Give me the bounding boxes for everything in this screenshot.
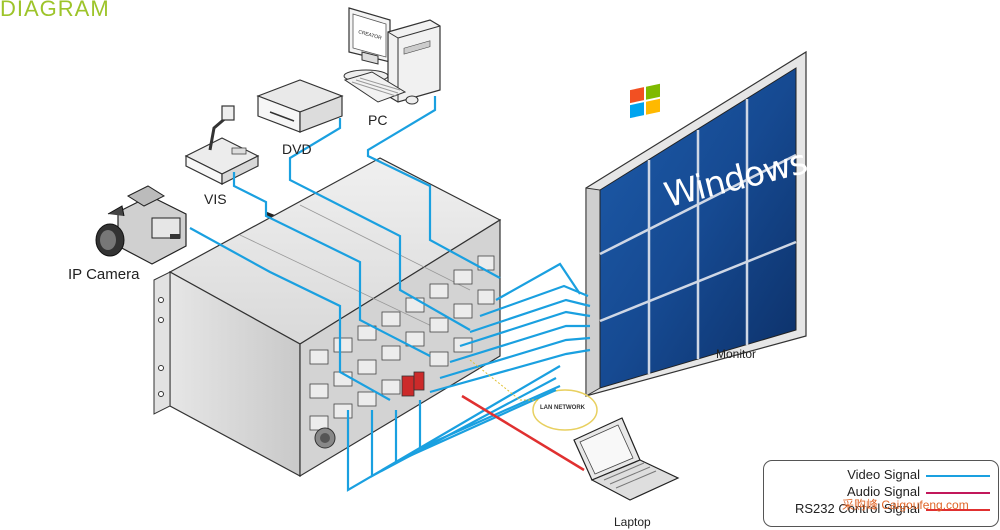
legend-rs232-line bbox=[926, 509, 990, 511]
legend-video-label: Video Signal bbox=[847, 467, 920, 482]
video-wall-monitor bbox=[585, 50, 807, 397]
ip-camera-label: IP Camera bbox=[68, 266, 140, 283]
laptop-label: Laptop bbox=[614, 515, 651, 529]
video-signal-lines bbox=[189, 96, 591, 492]
rs232-control-line bbox=[461, 394, 585, 472]
lan-connection-line bbox=[469, 359, 540, 401]
legend-video-line bbox=[926, 475, 990, 477]
windows-logo-icon bbox=[630, 83, 660, 119]
dvd-device bbox=[256, 79, 344, 220]
page-title: DIAGRAM bbox=[0, 0, 110, 21]
laptop-device bbox=[573, 417, 680, 501]
matrix-chassis bbox=[153, 157, 502, 478]
legend-rs232-label: RS232 Control Signal bbox=[794, 501, 920, 516]
legend-audio-line bbox=[926, 492, 990, 494]
lan-network-oval bbox=[532, 389, 598, 431]
pc-label: PC bbox=[368, 112, 388, 128]
monitor-label: Monitor bbox=[716, 347, 757, 361]
watermark: 采购峰 Caigoufeng.com bbox=[842, 498, 969, 512]
pc-device bbox=[343, 7, 441, 105]
legend-audio-label: Audio Signal bbox=[847, 484, 920, 499]
dvd-label: DVD bbox=[282, 141, 312, 157]
ip-camera-device bbox=[95, 185, 187, 265]
lan-network-label: LAN NETWORK bbox=[540, 405, 585, 411]
vis-label: VIS bbox=[204, 191, 227, 207]
signal-legend: Video Signal Audio Signal RS232 Control … bbox=[763, 460, 999, 527]
vis-device bbox=[184, 105, 260, 185]
